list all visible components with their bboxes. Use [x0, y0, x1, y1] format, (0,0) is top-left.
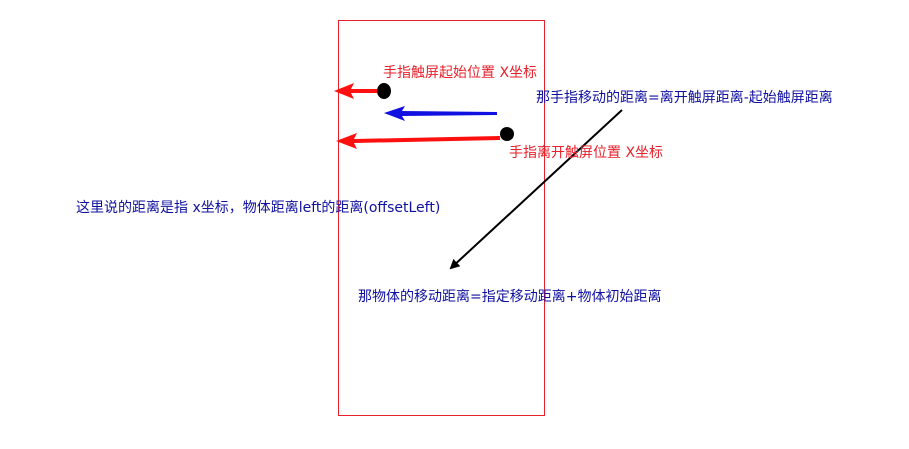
end-touch-dot [500, 127, 514, 141]
end-position-label: 手指离开触屏位置 X坐标 [509, 145, 664, 161]
end-arrow [336, 133, 500, 149]
relation-arrow [449, 109, 623, 270]
movement-arrow [384, 106, 497, 121]
object-distance-label: 那物体的移动距离=指定移动距离+物体初始距离 [358, 289, 662, 305]
container-frame [338, 20, 545, 416]
start-arrow [334, 83, 378, 99]
distance-note-label: 这里说的距离是指 x坐标，物体距离left的距离(offsetLeft) [76, 200, 441, 216]
finger-distance-label: 那手指移动的距离=离开触屏距离-起始触屏距离 [536, 90, 833, 106]
start-position-label: 手指触屏起始位置 X坐标 [383, 65, 538, 81]
start-touch-dot [377, 83, 391, 99]
